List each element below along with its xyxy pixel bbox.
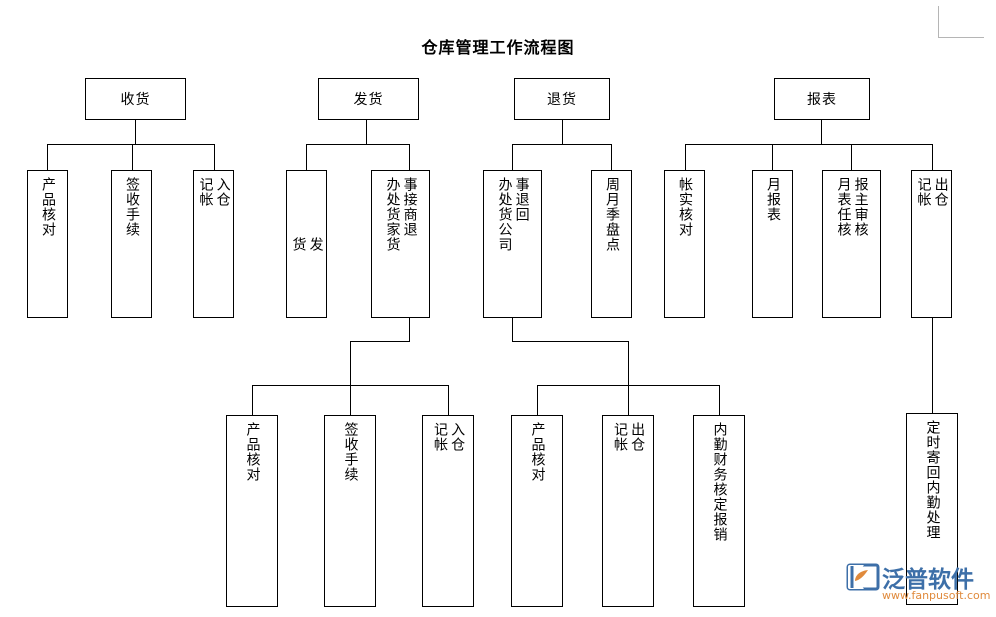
connector-ret2-c2: [628, 385, 629, 415]
connector-ret2-stem: [628, 341, 629, 385]
node-return-stocktake-label: 周月季盘点: [604, 177, 621, 252]
connector-ship-bus: [306, 144, 410, 145]
node-ship-merchant[interactable]: 事接商退 办处货家货: [371, 170, 430, 318]
node-return-stocktake[interactable]: 周月季盘点: [591, 170, 632, 318]
connector-ship-c2: [409, 144, 410, 170]
connector-ship-c1: [306, 144, 307, 170]
node-ship-label: 发货: [353, 92, 384, 108]
node-ret2-check[interactable]: 产品核对: [511, 415, 563, 607]
connector-report-c1: [685, 144, 686, 170]
node-report-audit-label: 帐实核对: [677, 177, 694, 237]
connector-ret2-elbow: [512, 341, 629, 342]
node-ret2-check-label: 产品核对: [529, 422, 546, 482]
node-receive-label: 收货: [120, 92, 151, 108]
connector-ship2-c1: [252, 385, 253, 415]
node-ret2-outbound-label: 出仓 记帐: [612, 422, 646, 452]
connector-ship2-c3: [448, 385, 449, 415]
connector-ship2-c2: [350, 385, 351, 415]
connector-report-bus: [685, 144, 933, 145]
node-report-chief[interactable]: 报主审核 月表任核: [822, 170, 881, 318]
connector-ship2-stem: [350, 341, 351, 385]
node-report-monthly[interactable]: 月报表: [752, 170, 793, 318]
node-report-chief-col-left: 月表任核: [835, 177, 852, 237]
node-ship2-check[interactable]: 产品核对: [226, 415, 278, 607]
connector-receive-c3: [214, 144, 215, 170]
node-recv-sign-label: 签收手续: [124, 177, 141, 237]
connector-return-stem: [562, 120, 563, 144]
node-recv-sign[interactable]: 签收手续: [111, 170, 152, 318]
node-ship2-sign[interactable]: 签收手续: [324, 415, 376, 607]
node-report-mail[interactable]: 定时寄回内勤处理: [906, 413, 958, 605]
connector-ret2-c3: [719, 385, 720, 415]
node-return-company-col-right: 事退回: [513, 177, 530, 222]
node-report-label: 报表: [807, 92, 837, 108]
connector-ret2-c1: [537, 385, 538, 415]
node-return-company[interactable]: 事退回 办处货公司: [483, 170, 542, 318]
node-ship[interactable]: 发货: [318, 78, 419, 120]
connector-report-stem: [821, 120, 822, 144]
node-report[interactable]: 报表: [774, 78, 870, 120]
node-ship-out-label: 发 货: [290, 236, 324, 252]
node-recv-check[interactable]: 产品核对: [27, 170, 68, 318]
node-report-chief-col-right: 报主审核: [852, 177, 869, 237]
connector-report-c2: [772, 144, 773, 170]
connector-return-c1: [512, 144, 513, 170]
node-ret2-finance[interactable]: 内勤财务核定报销: [693, 415, 745, 607]
node-ship2-check-label: 产品核对: [244, 422, 261, 482]
node-report-outbound-label: 出仓 记帐: [915, 177, 949, 207]
node-return-company-col-left: 办处货公司: [496, 177, 513, 252]
node-ship2-sign-label: 签收手续: [342, 422, 359, 482]
node-recv-instock[interactable]: 入仓 记帐: [193, 170, 234, 318]
node-report-outbound[interactable]: 出仓 记帐: [911, 170, 952, 318]
node-receive[interactable]: 收货: [85, 78, 186, 120]
connector-ret2-drop: [512, 318, 513, 341]
node-return[interactable]: 退货: [514, 78, 610, 120]
node-recv-instock-label: 入仓 记帐: [197, 177, 231, 207]
node-recv-check-label: 产品核对: [40, 177, 57, 237]
page-title: 仓库管理工作流程图: [421, 38, 575, 57]
node-ship-merchant-col-right: 事接商退: [401, 177, 418, 237]
node-report-audit[interactable]: 帐实核对: [664, 170, 705, 318]
connector-return-c2: [611, 144, 612, 170]
connector-receive-bus: [47, 144, 215, 145]
connector-ship2-drop: [409, 318, 410, 341]
node-ret2-outbound[interactable]: 出仓 记帐: [602, 415, 654, 607]
connector-receive-c1: [47, 144, 48, 170]
connector-receive-stem: [135, 120, 136, 144]
connector-receive-c2: [132, 144, 133, 170]
node-report-monthly-label: 月报表: [765, 177, 782, 222]
node-return-label: 退货: [547, 92, 577, 108]
node-ship2-instock-label: 入仓 记帐: [432, 422, 466, 452]
connector-report-c4: [932, 144, 933, 170]
node-ship-merchant-col-left: 办处货家货: [384, 177, 401, 252]
node-ship2-instock[interactable]: 入仓 记帐: [422, 415, 474, 607]
node-ret2-finance-label: 内勤财务核定报销: [711, 422, 728, 542]
node-ship-out[interactable]: 发 货: [286, 170, 327, 318]
crop-mark: [938, 6, 984, 38]
node-report-mail-label: 定时寄回内勤处理: [924, 420, 941, 540]
connector-ship2-elbow: [350, 341, 410, 342]
fanpu-logo-icon: [846, 562, 880, 592]
connector-report-mail: [932, 318, 933, 413]
connector-report-c3: [851, 144, 852, 170]
connector-ship-stem: [366, 120, 367, 144]
connector-return-bus: [512, 144, 612, 145]
